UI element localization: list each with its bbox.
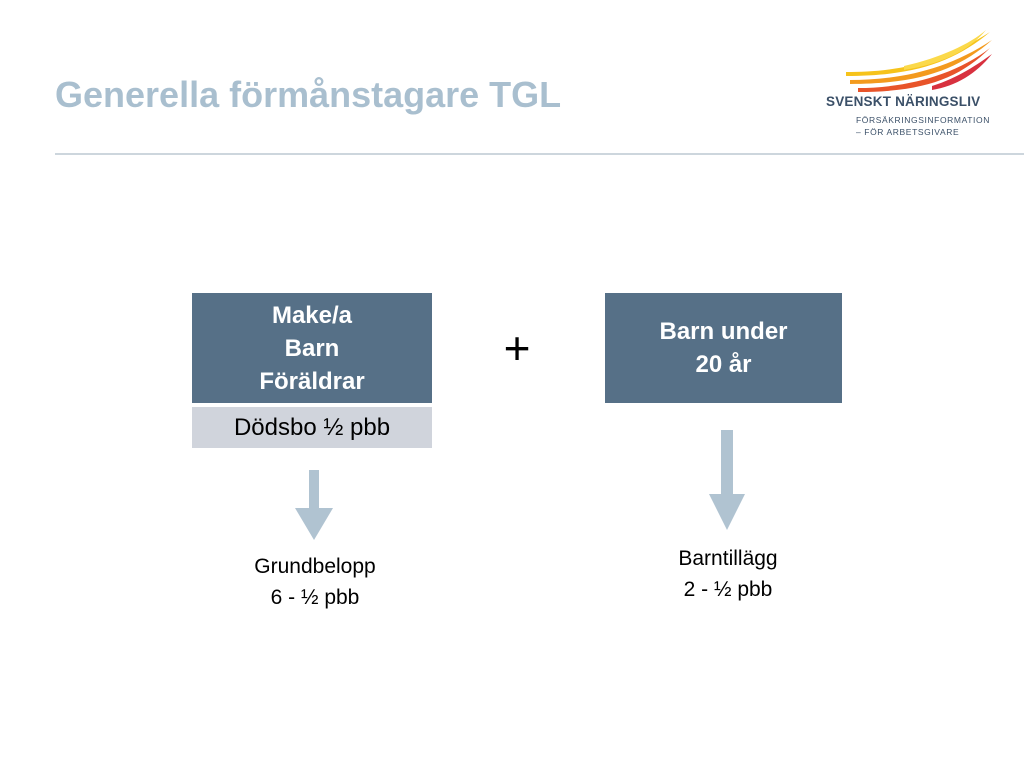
beneficiary-line: Barn [284, 334, 340, 362]
result-line: 2 - ½ pbb [683, 578, 773, 601]
beneficiaries-box: Make/a Barn Föräldrar [192, 293, 432, 403]
result-line: Grundbelopp [254, 555, 376, 578]
beneficiary-line: Föräldrar [259, 367, 365, 395]
result-line: Barntillägg [678, 547, 778, 570]
slide-title: Generella förmånstagare TGL [55, 74, 562, 115]
children-box: Barn under 20 år [605, 293, 842, 403]
beneficiary-line: Make/a [271, 301, 353, 329]
child-supplement-result: Barntillägg 2 - ½ pbb [628, 543, 828, 605]
down-arrow-icon [709, 430, 745, 530]
plus-operator: + [503, 322, 531, 374]
logo-subtitle-2: – FÖR ARBETSGIVARE [856, 127, 960, 137]
children-line: 20 år [695, 351, 752, 378]
wings-logo-icon [846, 30, 992, 92]
estate-label: Dödsbo ½ pbb [192, 407, 432, 448]
logo-name: SVENSKT NÄRINGSLIV [826, 94, 981, 109]
children-line: Barn under [659, 318, 788, 345]
down-arrow-icon [295, 470, 333, 540]
base-amount-result: Grundbelopp 6 - ½ pbb [215, 551, 415, 613]
title-divider [55, 153, 1024, 155]
svenskt-naringsliv-logo: SVENSKT NÄRINGSLIV FÖRSÄKRINGSINFORMATIO… [826, 28, 1006, 140]
result-line: 6 - ½ pbb [270, 586, 360, 609]
logo-subtitle-1: FÖRSÄKRINGSINFORMATION [856, 115, 990, 125]
